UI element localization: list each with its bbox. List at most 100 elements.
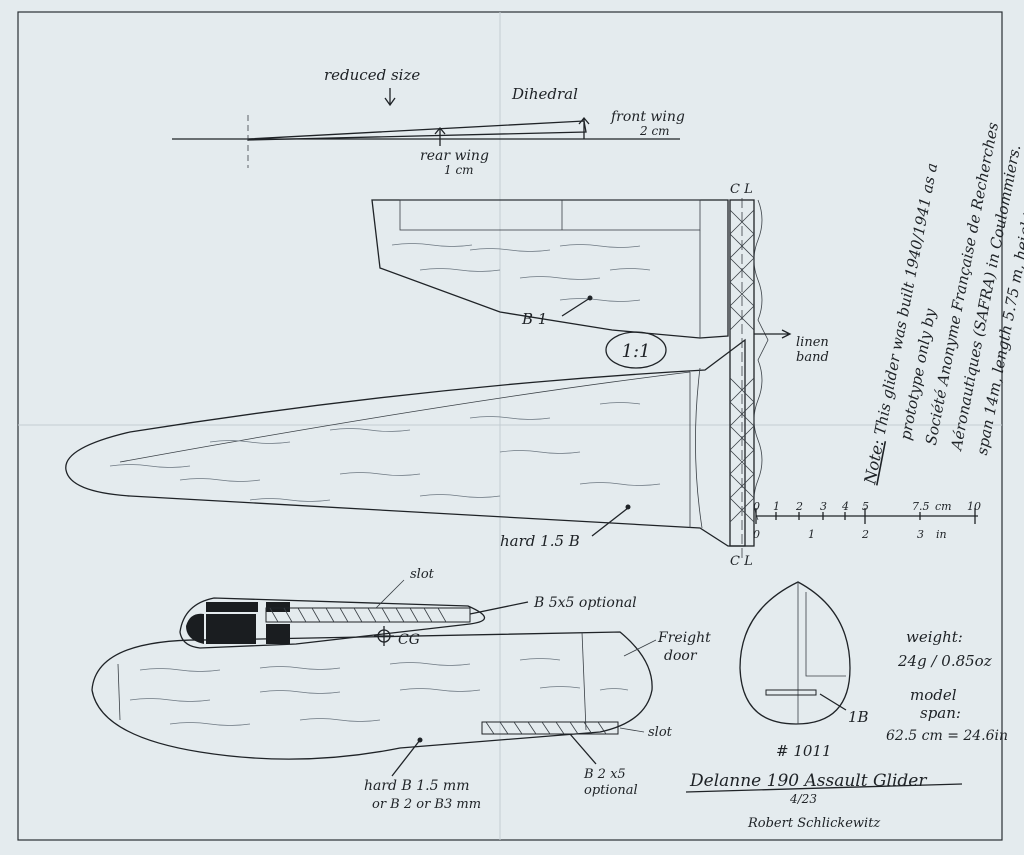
cg-label: CG (398, 632, 420, 648)
part-b1-dot-icon (587, 295, 593, 301)
front-wing-grain (109, 402, 661, 502)
rear-wing-arrow-icon (434, 126, 446, 146)
cockpit-nose-window-icon (186, 613, 204, 644)
hard-leader (391, 739, 421, 777)
fuselage-side-view: slot B 5x5 optional CG Freight door slot… (91, 567, 711, 812)
ruler-cm-1: 1 (773, 500, 780, 513)
cockpit-window-front-icon (206, 614, 256, 644)
rear-wing-elevator (399, 199, 701, 231)
torn-edge-line (753, 199, 769, 521)
spar-top-leader (469, 601, 529, 615)
ruler-in-1: 1 (808, 528, 815, 541)
weight-label: weight: (906, 628, 963, 646)
span-label: span: (920, 704, 961, 722)
linen-band-arrow-icon (754, 329, 792, 339)
part-hard-label: hard 1.5 B (500, 532, 580, 550)
ruler-in-3: 3 (917, 528, 924, 541)
ruler-in-unit: in (936, 528, 947, 541)
cross-section-floor (765, 689, 817, 696)
title-block: # 1011 Delanne 190 Assault Glider 4/23 R… (685, 742, 963, 831)
plan-date: 4/23 (789, 792, 817, 806)
ruler-in-2: 2 (861, 528, 869, 541)
ruler-in-0: 0 (753, 528, 760, 541)
cross-section-leader (819, 693, 847, 711)
linen-band-label-1: linen (796, 335, 829, 350)
ruler-cm-7-5: 7.5 (912, 500, 930, 513)
dihedral-view: reduced size Dihedral front wing 2 cm re… (172, 66, 685, 177)
history-note: Note: This glider was built 1940/1941 as… (860, 120, 1024, 487)
ruler-cm-3: 3 (820, 500, 827, 513)
front-wing-arrow-icon (578, 116, 590, 139)
rear-wing-value: 1 cm (444, 163, 474, 177)
reduced-size-label: reduced size (324, 66, 420, 84)
front-wing-label: front wing (610, 109, 685, 125)
slot-bottom-leader (619, 727, 645, 733)
wing-plan-view: B 1 1:1 hard 1.5 B linen band C L C L (65, 182, 829, 569)
linen-band-label-2: band (796, 350, 829, 365)
plan-title: Delanne 190 Assault Glider (689, 771, 927, 791)
top-spar-hatch (269, 607, 447, 623)
front-wing-root-rib (689, 367, 703, 529)
front-wing-value: 2 cm (639, 124, 670, 138)
freight-door-leader (623, 639, 657, 657)
plan-author: Robert Schlickewitz (747, 816, 880, 831)
spar-top-label: B 5x5 optional (533, 595, 637, 611)
hard-dot-icon (417, 737, 423, 743)
slot-top-leader (375, 579, 405, 609)
scale-ruler: 0 1 2 3 4 5 7.5 cm 10 0 1 2 3 in (753, 500, 981, 541)
nose-bulkhead-line (117, 663, 121, 721)
ruler-cm-10: 10 (967, 500, 981, 513)
centerline-top-label: C L (730, 182, 753, 197)
rear-wing-grain (391, 243, 651, 302)
freight-door-label-1: Freight (657, 630, 711, 646)
spar-bottom-leader (569, 733, 597, 765)
hard-label-1: hard B 1.5 mm (364, 778, 469, 794)
model-specs: weight: 24g / 0.85oz model span: 62.5 cm… (886, 628, 1008, 744)
weight-value: 24g / 0.85oz (897, 652, 992, 670)
ruler-cm-unit: cm (935, 500, 952, 513)
cross-section-part-label: 1B (848, 708, 869, 726)
note-label: Note: (860, 438, 887, 487)
hard-label-2: or B 2 or B3 mm (372, 797, 481, 812)
part-hard-dot-icon (625, 504, 631, 510)
cross-section-former (805, 592, 846, 677)
front-wing-outline (65, 338, 746, 547)
centerline-bottom-label: C L (730, 554, 753, 569)
part-b1-label: B 1 (521, 310, 547, 328)
dihedral-wing-profile (247, 120, 587, 141)
cockpit-outline (179, 597, 486, 649)
freight-door-line (581, 631, 587, 731)
reduced-size-arrow-icon (384, 88, 396, 107)
ruler-cm-4: 4 (841, 500, 849, 513)
spar-bottom-label-2: optional (584, 783, 638, 798)
spar-bottom-label-1: B 2 x5 (583, 767, 626, 782)
title-underline (685, 783, 963, 793)
slot-top-label: slot (410, 567, 435, 582)
ruler-cm-5: 5 (862, 500, 869, 513)
rear-wing-outline (371, 199, 729, 339)
bottom-spar-hatch (485, 721, 607, 735)
ruler-cm-2: 2 (795, 500, 803, 513)
dihedral-title: Dihedral (511, 85, 578, 103)
rear-wing-label: rear wing (420, 148, 489, 164)
scale-badge (605, 331, 667, 369)
cockpit-window-rear-top-icon (266, 602, 290, 612)
sheet-border (17, 11, 1003, 841)
plan-number: # 1011 (776, 742, 832, 760)
model-label: model (910, 686, 957, 704)
span-value: 62.5 cm = 24.6in (886, 728, 1008, 744)
cockpit-window-top-icon (206, 602, 258, 612)
fuselage-outline (91, 631, 653, 760)
fuselage-cross-section: 1B (739, 581, 869, 726)
cockpit-window-rear-icon (266, 624, 290, 644)
part-hard-leader (591, 507, 629, 537)
fuselage-grain (129, 658, 629, 726)
front-wing-spar-line (119, 371, 691, 463)
ruler-cm-0: 0 (753, 500, 760, 513)
cross-section-outline (739, 581, 851, 725)
freight-door-label-2: door (664, 648, 698, 664)
part-b1-leader (561, 297, 591, 317)
cg-crosshair-icon (374, 626, 394, 646)
slot-bottom-label: slot (648, 725, 673, 740)
